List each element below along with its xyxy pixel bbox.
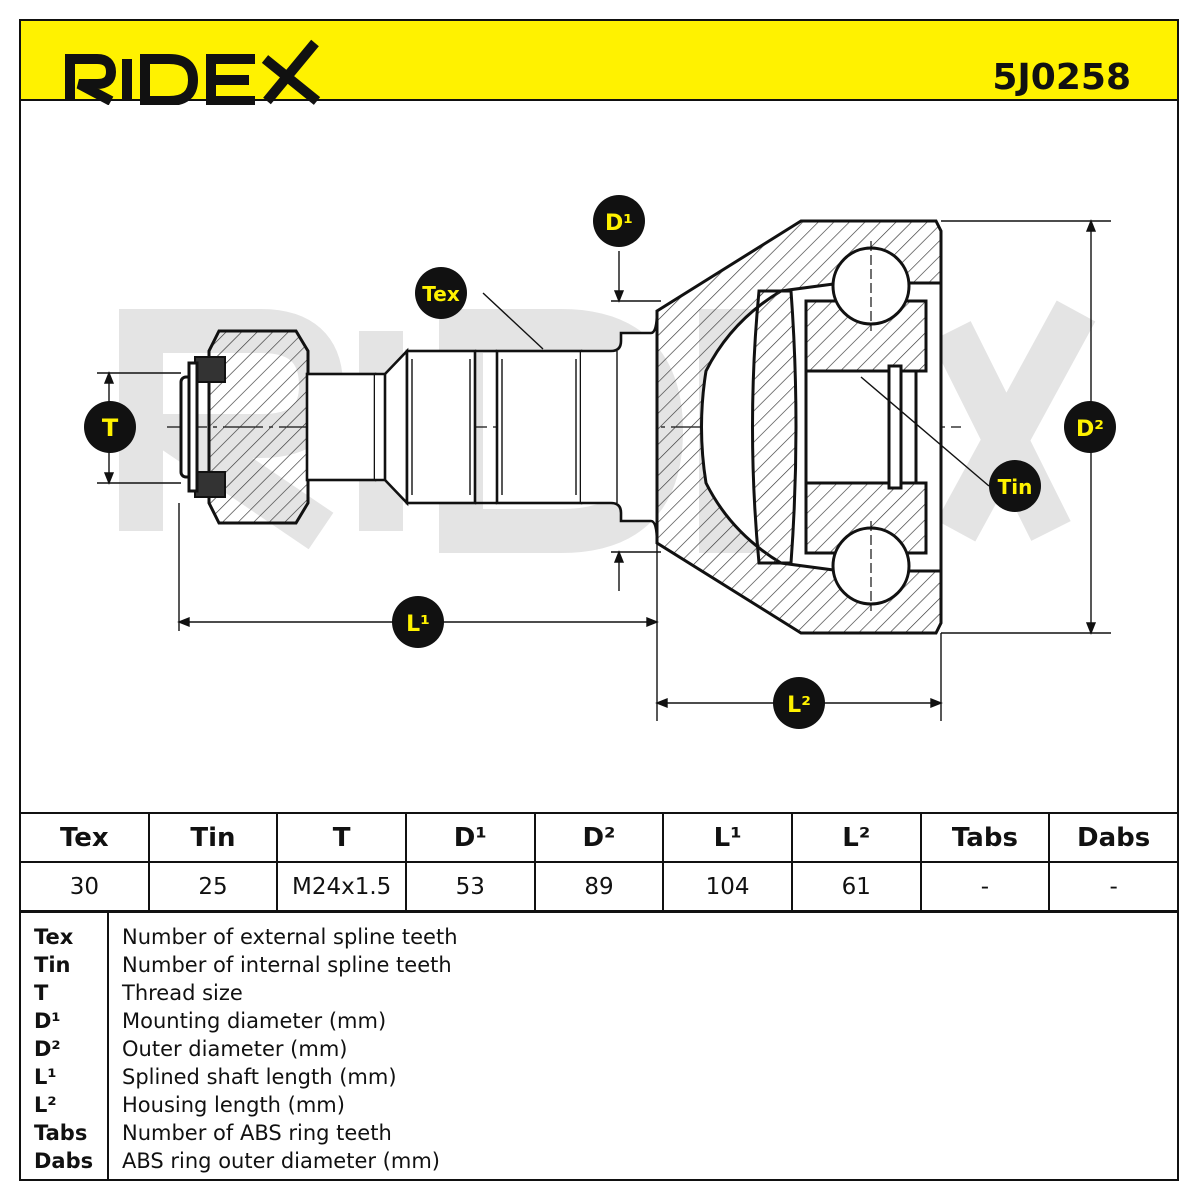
callout-d1: D¹ [593, 195, 645, 247]
callout-t-label: T [102, 414, 119, 442]
legend-key: D² [34, 1037, 61, 1061]
callout-d1-label: D¹ [605, 211, 633, 236]
technical-drawing: T Tex D¹ D² Tin L¹ L² [21, 101, 1177, 813]
header-dabs: Dabs [1048, 812, 1179, 863]
header-d2: D² [533, 812, 665, 863]
part-number: 5J0258 [992, 57, 1131, 98]
header-l2: L² [790, 812, 922, 863]
value-tin: 25 [147, 861, 279, 912]
legend-desc: Number of internal spline teeth [122, 953, 452, 977]
callout-l1-label: L¹ [406, 612, 430, 637]
legend-key: L² [34, 1093, 57, 1117]
legend-row: Tex Number of external spline teeth [21, 923, 1177, 951]
callout-tin: Tin [989, 460, 1041, 512]
threaded-shaft [305, 347, 409, 507]
callout-l1: L¹ [392, 596, 444, 648]
spec-value-row: 30 25 M24x1.5 53 89 104 61 - - [19, 861, 1179, 912]
spec-header-row: Tex Tin T D¹ D² L¹ L² Tabs Dabs [19, 812, 1179, 863]
legend-desc: Mounting diameter (mm) [122, 1009, 387, 1033]
legend-row: Dabs ABS ring outer diameter (mm) [21, 1147, 1177, 1175]
legend-desc: Housing length (mm) [122, 1093, 345, 1117]
header-tex: Tex [19, 812, 150, 863]
value-tabs: - [919, 861, 1051, 912]
legend-desc: Number of external spline teeth [122, 925, 458, 949]
legend-desc: Thread size [122, 981, 243, 1005]
value-l1: 104 [662, 861, 793, 912]
legend-row: T Thread size [21, 979, 1177, 1007]
cv-housing [655, 219, 943, 635]
legend-divider [107, 913, 109, 1179]
cv-joint-drawing: T Tex D¹ D² Tin L¹ L² [84, 195, 1116, 729]
callout-tex-label: Tex [422, 282, 460, 306]
legend-row: Tabs Number of ABS ring teeth [21, 1119, 1177, 1147]
callout-l2-label: L² [787, 693, 811, 718]
legend-row: D¹ Mounting diameter (mm) [21, 1007, 1177, 1035]
legend-row: L² Housing length (mm) [21, 1091, 1177, 1119]
value-tex: 30 [19, 861, 150, 912]
value-l2: 61 [790, 861, 922, 912]
legend-key: D¹ [34, 1009, 61, 1033]
header-d1: D¹ [404, 812, 536, 863]
legend-row: D² Outer diameter (mm) [21, 1035, 1177, 1063]
callout-t: T [84, 401, 136, 453]
nut [179, 329, 310, 525]
header-l1: L¹ [662, 812, 793, 863]
ridex-logo [65, 39, 321, 105]
legend-key: T [34, 981, 49, 1005]
callout-tin-label: Tin [998, 475, 1033, 499]
legend-key: Tabs [34, 1121, 88, 1145]
header-tabs: Tabs [919, 812, 1051, 863]
header-t: T [276, 812, 407, 863]
value-dabs: - [1048, 861, 1179, 912]
value-d2: 89 [533, 861, 665, 912]
callout-d2-label: D² [1076, 417, 1104, 442]
header-bar: 5J0258 [19, 19, 1179, 105]
splined-shaft [405, 310, 659, 544]
legend-desc: Number of ABS ring teeth [122, 1121, 392, 1145]
legend-desc: Outer diameter (mm) [122, 1037, 348, 1061]
callout-d2: D² [1064, 401, 1116, 453]
legend-key: Dabs [34, 1149, 94, 1173]
legend-row: L¹ Splined shaft length (mm) [21, 1063, 1177, 1091]
legend-key: L¹ [34, 1065, 57, 1089]
legend-row: Tin Number of internal spline teeth [21, 951, 1177, 979]
spec-table: Tex Tin T D¹ D² L¹ L² Tabs Dabs 30 25 M2… [19, 812, 1179, 912]
legend-key: Tex [34, 925, 74, 949]
legend-key: Tin [34, 953, 71, 977]
callout-l2: L² [773, 677, 825, 729]
legend-desc: Splined shaft length (mm) [122, 1065, 397, 1089]
value-t: M24x1.5 [276, 861, 407, 912]
legend-desc: ABS ring outer diameter (mm) [122, 1149, 440, 1173]
value-d1: 53 [404, 861, 536, 912]
callout-tex: Tex [415, 267, 467, 319]
legend-box: Tex Number of external spline teeth Tin … [19, 911, 1179, 1181]
header-tin: Tin [147, 812, 279, 863]
